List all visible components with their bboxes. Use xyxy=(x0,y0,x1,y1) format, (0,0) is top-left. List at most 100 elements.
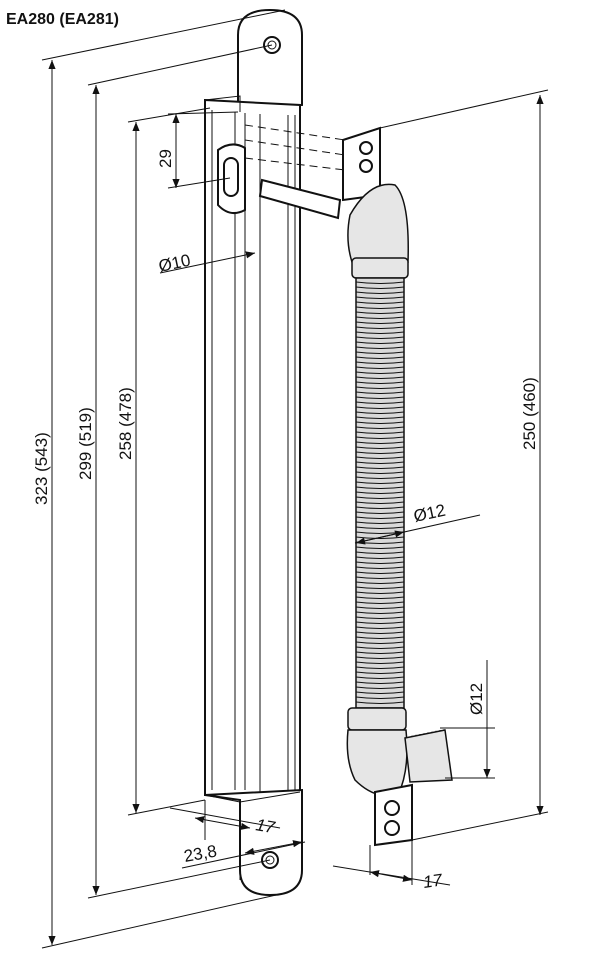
drawing-title: EA280 (EA281) xyxy=(6,11,119,28)
tube-rib xyxy=(355,326,405,329)
tube-rib xyxy=(355,686,405,689)
tube-rib xyxy=(355,681,405,684)
cable-loop-part xyxy=(342,126,453,847)
dim-loop-plate-width: 17 xyxy=(422,870,444,892)
bottom-elbow xyxy=(346,729,408,797)
tube-rib xyxy=(355,471,405,474)
tube-rib xyxy=(355,366,405,369)
tube-rib xyxy=(355,676,405,679)
tube-rib xyxy=(355,321,405,324)
tube-rib xyxy=(355,351,405,354)
tube-rib xyxy=(355,576,405,579)
tube-rib xyxy=(355,311,405,314)
tube-rib xyxy=(355,466,405,469)
tube-rib xyxy=(355,411,405,414)
pin xyxy=(258,178,342,220)
tube-rib xyxy=(355,426,405,429)
door-channel-part xyxy=(204,8,303,897)
tube-rib xyxy=(355,581,405,584)
tube-rib xyxy=(355,281,405,284)
tube-rib xyxy=(355,296,405,299)
tube-rib xyxy=(355,396,405,399)
tube-rib xyxy=(355,406,405,409)
tube-rib xyxy=(355,651,405,654)
tube-rib xyxy=(355,381,405,384)
tube-rib xyxy=(355,511,405,514)
dim-stub-diameter: Ø12 xyxy=(467,683,486,715)
tube-rib xyxy=(355,631,405,634)
tube-rib xyxy=(355,646,405,649)
tube-rib xyxy=(355,636,405,639)
tube-rib xyxy=(355,701,405,704)
tube-rib xyxy=(355,361,405,364)
tube-rib xyxy=(355,376,405,379)
tube-rib xyxy=(355,556,405,559)
tube-rib xyxy=(355,571,405,574)
tube-rib xyxy=(355,611,405,614)
dim-channel-depth: 17 xyxy=(254,815,276,837)
tube-rib xyxy=(355,526,405,529)
tube-rib xyxy=(355,291,405,294)
dim-slot-diameter: Ø10 xyxy=(157,251,192,276)
tube-rib xyxy=(355,641,405,644)
tube-rib xyxy=(355,446,405,449)
tube-rib xyxy=(355,346,405,349)
tube-rib xyxy=(355,286,405,289)
tube-rib xyxy=(355,551,405,554)
tube-rib xyxy=(355,516,405,519)
tube-rib xyxy=(355,586,405,589)
tube-rib xyxy=(355,566,405,569)
tube-rib xyxy=(355,696,405,699)
dim-loop-hole-spacing: 250 (460) xyxy=(520,377,539,450)
bottom-mounting-plate xyxy=(204,788,303,897)
tube-rib xyxy=(355,341,405,344)
tube-rib xyxy=(355,546,405,549)
dim-channel-length: 258 (478) xyxy=(116,387,135,460)
tube-rib xyxy=(355,661,405,664)
side-stub xyxy=(404,729,453,783)
tube-rib xyxy=(355,356,405,359)
tube-rib xyxy=(355,456,405,459)
tube-rib xyxy=(355,671,405,674)
tube-rib xyxy=(355,601,405,604)
tube-rib xyxy=(355,621,405,624)
tube-rib xyxy=(355,691,405,694)
tube-rib xyxy=(355,496,405,499)
dim-plate-width: 23,8 xyxy=(182,841,218,865)
tube-rib xyxy=(355,606,405,609)
tube-rib xyxy=(355,431,405,434)
slot-hole xyxy=(223,157,239,197)
tube-rib xyxy=(355,371,405,374)
tube-rib xyxy=(355,596,405,599)
tube-rib xyxy=(355,501,405,504)
dim-tube-diameter: Ø12 xyxy=(412,501,447,526)
tube-rib xyxy=(355,486,405,489)
tube-rib xyxy=(355,656,405,659)
tube-rib xyxy=(355,421,405,424)
tube-rib xyxy=(355,441,405,444)
dimension-lines xyxy=(41,9,549,949)
dim-overall-length: 323 (543) xyxy=(32,432,51,505)
tube-rib xyxy=(355,476,405,479)
tube-rib xyxy=(355,506,405,509)
tube-rib xyxy=(355,591,405,594)
dim-hole-spacing: 299 (519) xyxy=(76,407,95,480)
tube-rib xyxy=(355,461,405,464)
tube-rib xyxy=(355,436,405,439)
tube-rib xyxy=(355,336,405,339)
tube-rib xyxy=(355,416,405,419)
tube-rib xyxy=(355,561,405,564)
tube-rib xyxy=(355,316,405,319)
top-elbow xyxy=(347,183,409,263)
tube-rib xyxy=(355,331,405,334)
tube-rib xyxy=(355,301,405,304)
tube-rib xyxy=(355,386,405,389)
tube-rib xyxy=(355,626,405,629)
tube-rib xyxy=(355,306,405,309)
tube-rib xyxy=(355,391,405,394)
tube-rib xyxy=(355,491,405,494)
tube-rib xyxy=(355,666,405,669)
tube-rib xyxy=(355,481,405,484)
tube-rib xyxy=(355,451,405,454)
